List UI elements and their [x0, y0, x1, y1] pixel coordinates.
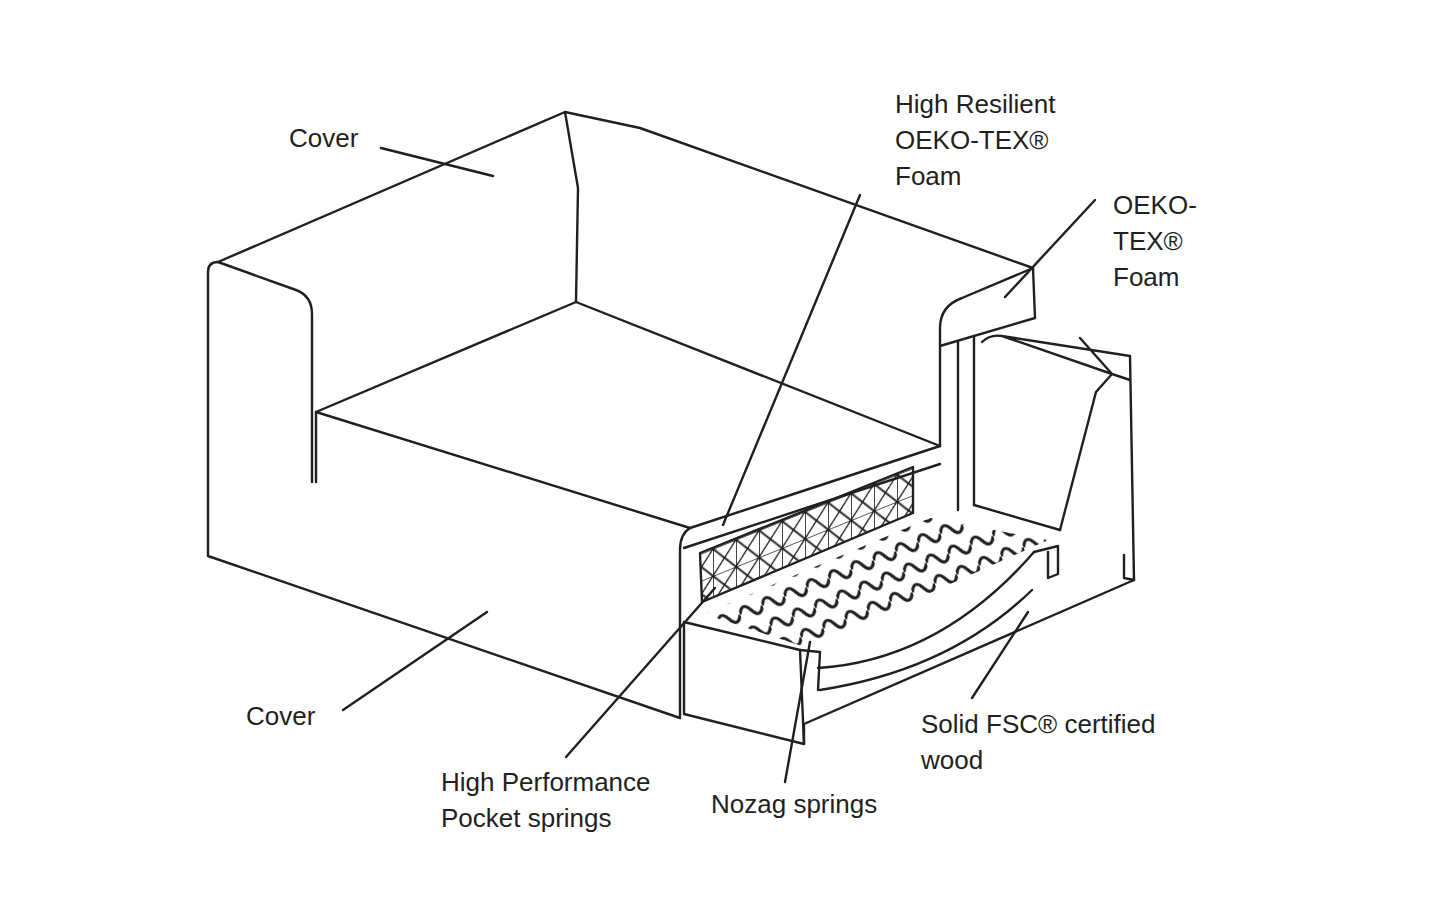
- leader-line: [1005, 200, 1095, 297]
- left-arm-outer: [208, 272, 680, 718]
- leader-line: [972, 612, 1028, 698]
- callout-label: Cover: [246, 698, 446, 734]
- seat-back-edge: [316, 302, 940, 446]
- callout-label: Cover: [289, 120, 489, 156]
- callout-label: Solid FSC® certified wood: [921, 706, 1169, 778]
- leader-line: [723, 195, 860, 525]
- seat-front-edge: [316, 412, 690, 716]
- callout-label: OEKO-TEX® Foam: [1113, 187, 1255, 295]
- callout-label: High Performance Pocket springs: [441, 764, 673, 836]
- nozag-springs: [704, 518, 1048, 648]
- left-arm-front: [218, 262, 312, 482]
- seat-left-edge: [315, 412, 317, 482]
- rail-clip-right: [1034, 546, 1058, 578]
- leader-line: [566, 588, 715, 757]
- front-rail: [684, 622, 804, 744]
- right-arm-frame: [958, 337, 974, 510]
- callout-label: High Resilient OEKO-TEX® Foam: [895, 86, 1073, 194]
- right-arm-foam: [940, 268, 1035, 446]
- curved-wood-rail: [818, 552, 1034, 690]
- callout-label: Nozag springs: [711, 786, 971, 822]
- sofa-lines: [208, 112, 1134, 782]
- leader-line: [343, 612, 487, 710]
- leader-line: [381, 148, 493, 176]
- leader-line: [785, 642, 810, 782]
- back-inner-edge: [565, 112, 578, 302]
